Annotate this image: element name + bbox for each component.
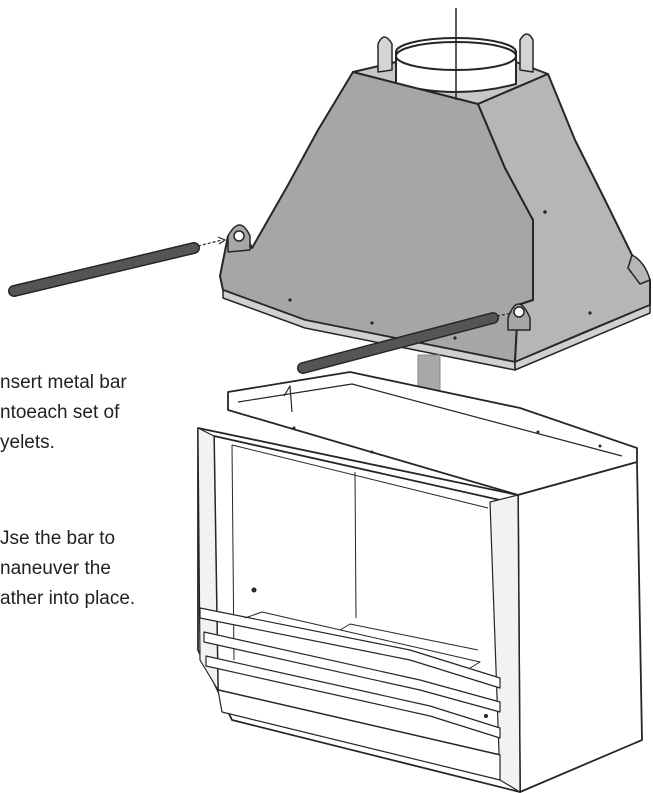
fireplace-box xyxy=(197,371,643,793)
instruction-line: yelets. xyxy=(0,432,55,453)
grate-rail-1 xyxy=(199,607,501,689)
insert-arrow-left xyxy=(197,236,227,247)
hood-tab-left xyxy=(377,36,393,73)
eyelet-side-right xyxy=(627,254,651,285)
instruction-line: Jse the bar to xyxy=(0,528,116,549)
hood-tab-right xyxy=(519,33,534,73)
grate-rail-2 xyxy=(203,631,501,713)
instruction-line: nsert metal bar xyxy=(0,372,127,393)
fireplace-side-panel xyxy=(517,461,643,793)
hood xyxy=(219,33,651,371)
metal-bar-right xyxy=(297,312,499,374)
grate-rail-3 xyxy=(205,655,501,739)
insert-arrow-right xyxy=(496,312,513,317)
metal-bar-left xyxy=(8,242,200,297)
instruction-line: ntoeach set of xyxy=(0,402,120,423)
instruction-line: ather into place. xyxy=(0,588,136,609)
instruction-step-1: nsert metal bar ntoeach set of yelets. xyxy=(0,368,127,458)
instruction-line: naneuver the xyxy=(0,558,111,579)
instruction-step-2: Jse the bar to naneuver the ather into p… xyxy=(0,524,135,614)
fireplace-top-rim xyxy=(227,371,638,496)
